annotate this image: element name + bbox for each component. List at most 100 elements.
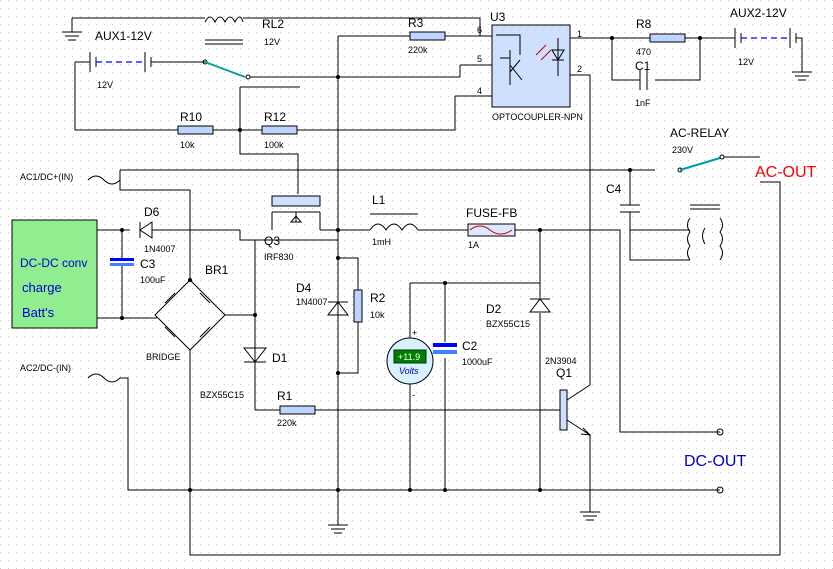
c3-value: 100uF [140, 275, 166, 285]
r3-label: R3 [408, 16, 424, 30]
ac2-input-terminal[interactable]: AC2/DC-(IN) [20, 363, 121, 383]
capacitor-c4[interactable]: C4 [606, 182, 640, 213]
rl2-label: RL2 [262, 17, 284, 31]
junction-dots [120, 36, 702, 492]
battery-aux1[interactable]: AUX1-12V 12V [75, 29, 205, 90]
meter-minus: - [412, 390, 415, 400]
d4-value: 1N4007 [296, 297, 328, 307]
dcdc-converter-box[interactable]: DC-DC conv charge Batt's [11, 219, 98, 329]
meter-plus: + [412, 328, 417, 338]
u3-type: OPTOCOUPLER-NPN [492, 112, 583, 122]
c2-label: C2 [462, 339, 478, 353]
wire-ac2 [120, 377, 720, 491]
c1-label: C1 [635, 59, 651, 73]
mosfet-q3[interactable]: Q3 IRF830 [264, 195, 321, 262]
fuse-fb[interactable]: FUSE-FB 1A [466, 206, 517, 250]
battery-aux2[interactable]: AUX2-12V 12V [730, 6, 803, 72]
dcdc-line3: Batt's [22, 305, 55, 320]
q3-value: IRF830 [264, 252, 294, 262]
resistor-r8[interactable]: R8 470 [636, 17, 686, 57]
resistor-r2[interactable]: R2 10k [353, 289, 386, 323]
fuse-label: FUSE-FB [466, 206, 517, 220]
inductor-l1[interactable]: L1 1mH [369, 193, 419, 247]
ground-top-left [62, 18, 82, 41]
capacitor-c1[interactable]: C1 1nF [635, 59, 651, 108]
capacitor-c3[interactable]: C3 100uF [110, 257, 166, 285]
wire-meter [409, 282, 540, 490]
wire-bridge-right [225, 230, 338, 410]
r10-label: R10 [180, 110, 202, 124]
bridge-label: BRIDGE [146, 352, 181, 362]
wire-u3-pin5 [338, 64, 492, 78]
u3-pin2: 2 [577, 64, 582, 74]
zener-d1[interactable]: D1 BZX55C15 [200, 347, 288, 400]
u3-pin1: 1 [577, 29, 582, 39]
d4-label: D4 [296, 281, 312, 295]
resistor-r1[interactable]: R1 220k [277, 389, 316, 428]
dc-out-label: DC-OUT [684, 453, 746, 470]
ac2-label: AC2/DC-(IN) [20, 363, 71, 373]
d6-label: D6 [144, 205, 160, 219]
relay-rl2[interactable]: RL2 12V [200, 16, 284, 47]
wire-r12-gate [239, 87, 299, 194]
ground-q1 [580, 511, 600, 521]
d1-label: D1 [272, 351, 288, 365]
r3-value: 220k [408, 45, 428, 55]
q1-value: 2N3904 [545, 356, 577, 366]
aux1-label: AUX1-12V [95, 29, 152, 43]
diode-d6[interactable]: D6 1N4007 [122, 205, 240, 254]
resistor-r3[interactable]: R3 220k [408, 16, 446, 55]
diode-d4[interactable]: D4 1N4007 [296, 281, 350, 316]
l1-label: L1 [372, 193, 386, 207]
wire-r2 [338, 257, 359, 374]
r8-label: R8 [636, 17, 652, 31]
ac-relay-switch[interactable]: AC-RELAY 230V [670, 126, 781, 555]
resistor-r12[interactable]: R12 100k [261, 110, 298, 150]
resistor-r10[interactable]: R10 10k [177, 110, 214, 150]
q1-label: Q1 [556, 366, 572, 380]
fuse-value: 1A [468, 240, 479, 250]
wire-u3-pin2 [570, 74, 591, 385]
u3-pin6: 6 [477, 25, 482, 35]
r2-label: R2 [370, 291, 386, 305]
u3-pin5: 5 [477, 54, 482, 64]
dcdc-line1: DC-DC conv [20, 256, 87, 270]
wire-top [72, 17, 492, 37]
wire-u3-pin4 [300, 95, 492, 131]
ac-relay-label: AC-RELAY [670, 126, 729, 140]
ground-aux2 [792, 71, 812, 81]
r1-label: R1 [277, 389, 293, 403]
c3-label: C3 [140, 257, 156, 271]
ac1-input-terminal[interactable]: AC1/DC+(IN) [20, 172, 121, 185]
ac1-label: AC1/DC+(IN) [20, 172, 73, 182]
c4-label: C4 [606, 182, 622, 196]
ac-out-label: AC-OUT [755, 164, 817, 181]
aux1-value: 12V [97, 80, 113, 90]
d1-value: BZX55C15 [200, 390, 244, 400]
u3-pin4: 4 [477, 86, 482, 96]
wire-dcdc [97, 229, 122, 319]
wire-aux1-left [74, 62, 160, 131]
capacitor-c2[interactable]: C2 1000uF [433, 339, 493, 367]
d6-value: 1N4007 [144, 244, 176, 254]
d2-value: BZX55C15 [486, 319, 530, 329]
r12-label: R12 [264, 110, 286, 124]
dcdc-line2: charge [22, 280, 62, 295]
r12-value: 100k [264, 140, 284, 150]
c1-value: 1nF [635, 98, 651, 108]
br1-label: BR1 [205, 263, 229, 277]
d2-label: D2 [486, 302, 502, 316]
aux2-value: 12V [738, 57, 754, 67]
l1-value: 1mH [372, 237, 391, 247]
dc-out-terminal[interactable]: DC-OUT [684, 428, 746, 494]
wire-c4 [629, 170, 690, 261]
optocoupler-u3[interactable]: U3 OPTOCOUPLER-NPN 6 5 4 1 2 [477, 10, 583, 122]
r10-value: 10k [180, 140, 195, 150]
meter-value: +11.9 [398, 352, 420, 362]
u3-label: U3 [490, 10, 506, 24]
ac-relay-coil[interactable] [687, 204, 723, 261]
transistor-q1[interactable]: Q1 2N3904 [545, 356, 592, 436]
voltmeter[interactable]: +11.9 Volts + - [386, 328, 434, 400]
zener-d2[interactable]: D2 BZX55C15 [486, 298, 552, 329]
